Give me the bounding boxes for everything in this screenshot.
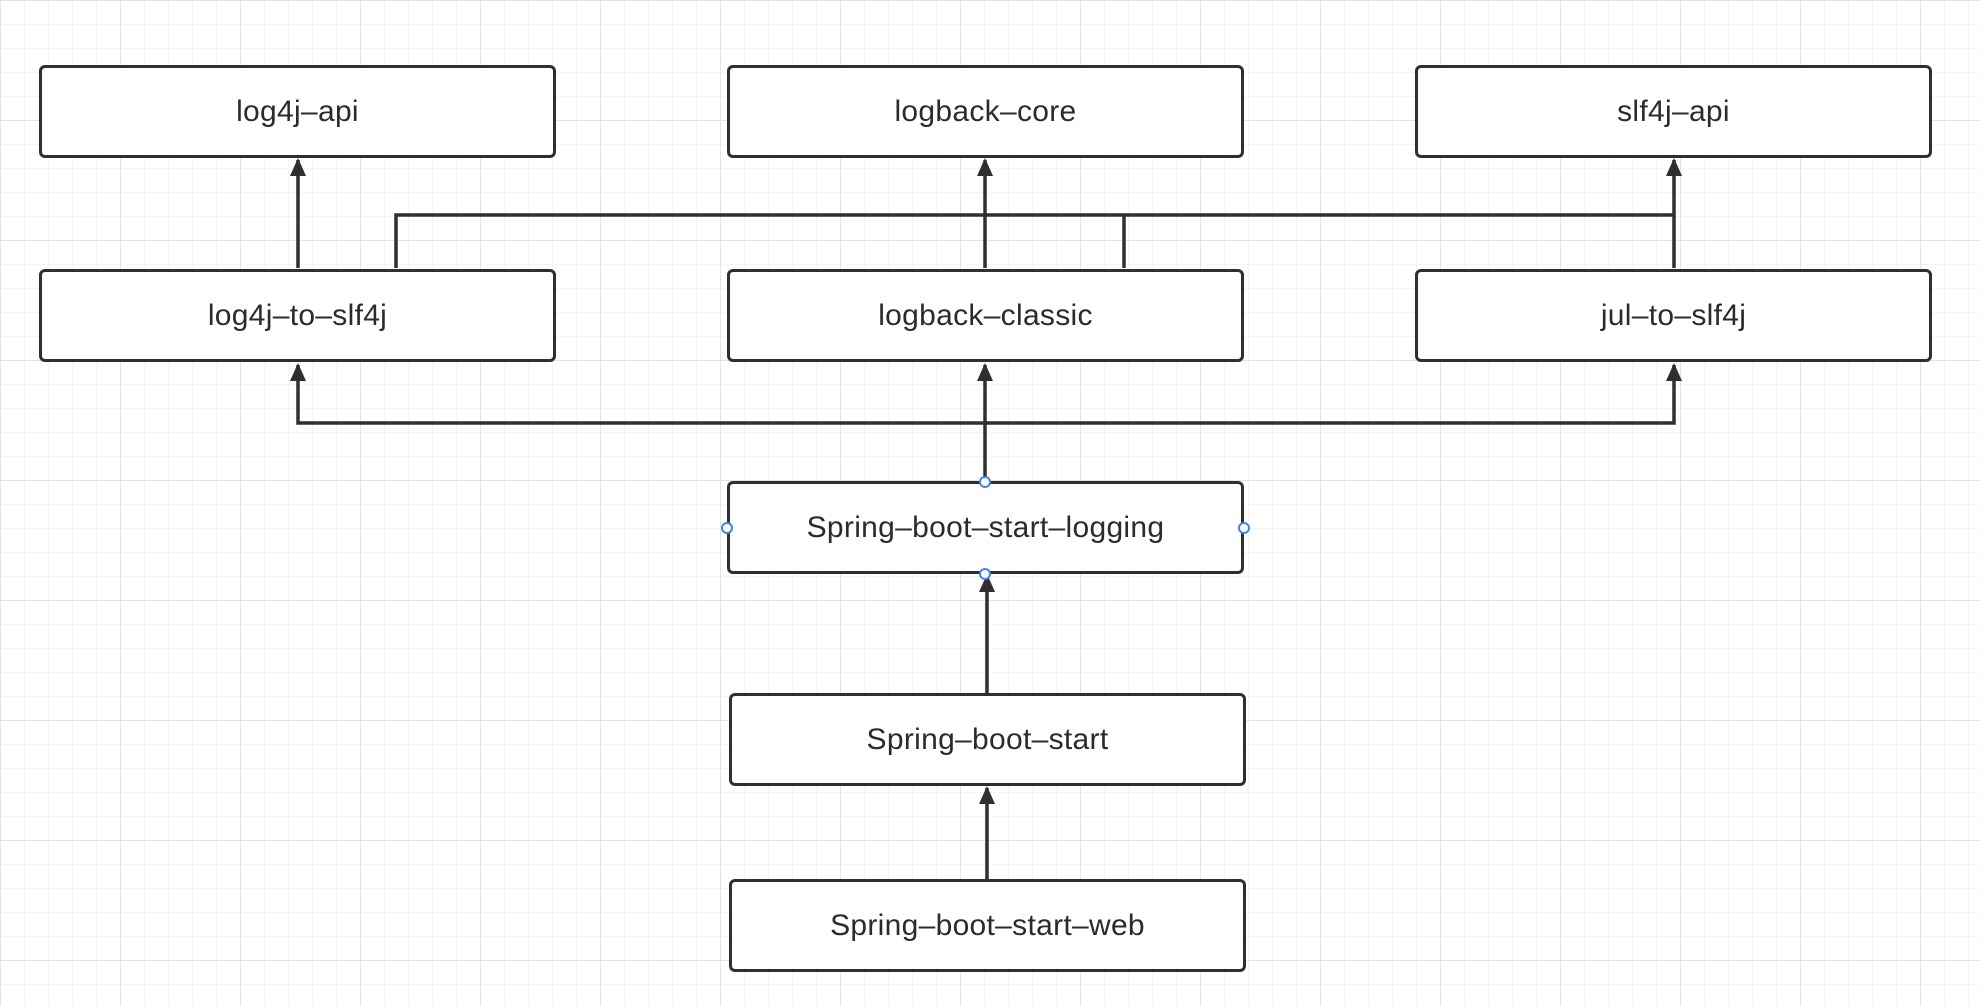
connection-handle-top[interactable]	[979, 476, 991, 488]
edge-spring-boot-start-logging-to-jul-to-slf4j[interactable]	[985, 363, 1682, 425]
node-logback-core[interactable]: logback–core	[727, 65, 1244, 158]
connection-handle-left[interactable]	[721, 522, 733, 534]
node-spring-boot-start-logging[interactable]: Spring–boot–start–logging	[727, 481, 1244, 574]
node-logback-classic[interactable]: logback–classic	[727, 269, 1244, 362]
node-label: logback–core	[894, 94, 1077, 128]
edge-spring-boot-start-logging-to-log4j-to-slf4j[interactable]	[290, 363, 985, 425]
node-label: logback–classic	[878, 298, 1093, 332]
node-log4j-to-slf4j[interactable]: log4j–to–slf4j	[39, 269, 556, 362]
node-slf4j-api[interactable]: slf4j–api	[1415, 65, 1932, 158]
node-label: Spring–boot–start–logging	[806, 510, 1165, 544]
node-label: log4j–to–slf4j	[207, 298, 388, 332]
node-label: jul–to–slf4j	[1600, 298, 1747, 332]
node-log4j-api[interactable]: log4j–api	[39, 65, 556, 158]
node-label: Spring–boot–start–web	[830, 908, 1145, 942]
node-jul-to-slf4j[interactable]: jul–to–slf4j	[1415, 269, 1932, 362]
connection-handle-right[interactable]	[1238, 522, 1250, 534]
node-label: Spring–boot–start	[866, 722, 1109, 756]
node-spring-boot-start-web[interactable]: Spring–boot–start–web	[729, 879, 1246, 972]
node-label: slf4j–api	[1617, 94, 1730, 128]
node-spring-boot-start[interactable]: Spring–boot–start	[729, 693, 1246, 786]
edge-log4j-to-slf4j-to-slf4j-api[interactable]	[394, 213, 1674, 268]
connection-handle-bottom[interactable]	[979, 568, 991, 580]
node-label: log4j–api	[236, 94, 359, 128]
